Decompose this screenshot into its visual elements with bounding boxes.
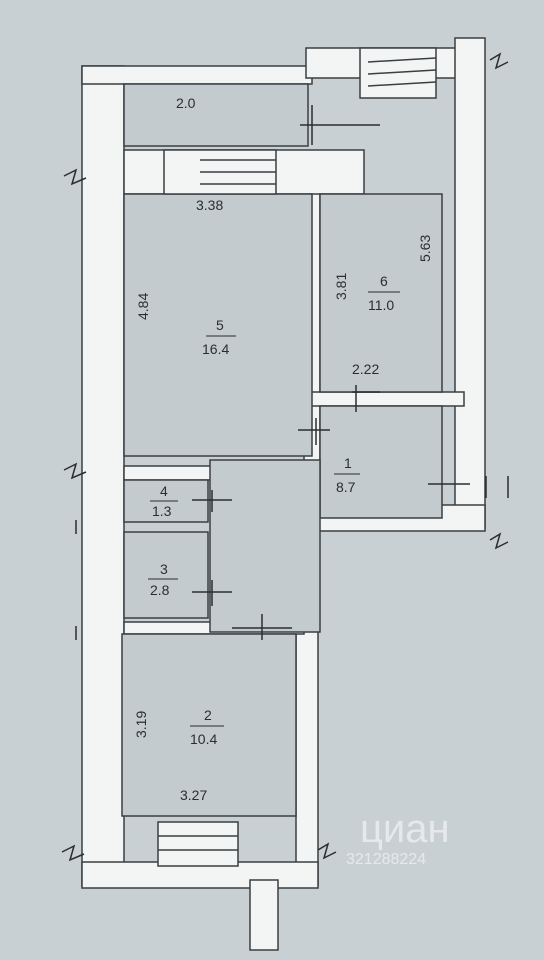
label-hall-number: 1 <box>344 455 352 471</box>
room-6 <box>319 193 443 393</box>
dim-room2-width: 3.27 <box>180 787 207 803</box>
dim-room6-bottom: 2.22 <box>352 361 379 377</box>
label-room3-number: 3 <box>160 561 168 577</box>
label-room6-area: 11.0 <box>368 297 394 313</box>
label-room2-number: 2 <box>204 707 212 723</box>
watermark-brand: циан <box>360 807 450 851</box>
label-room3-area: 2.8 <box>150 582 170 598</box>
room-balcony <box>123 83 309 147</box>
dim-room5-width: 3.38 <box>196 197 223 213</box>
room-1-hall <box>319 405 443 519</box>
label-room4-area: 1.3 <box>152 503 172 519</box>
dim-room2-height: 3.19 <box>133 711 149 738</box>
label-room6-number: 6 <box>380 273 388 289</box>
wall-break-marks <box>61 52 509 862</box>
label-hall-area: 8.7 <box>336 479 356 495</box>
label-room4-number: 4 <box>160 483 168 499</box>
room-3 <box>123 531 209 619</box>
stairs <box>157 47 437 867</box>
label-balcony-area: 2.0 <box>176 95 196 111</box>
label-room2-area: 10.4 <box>190 731 217 747</box>
watermark-code: 321288224 <box>346 851 426 868</box>
door-marks <box>192 105 509 640</box>
label-room5-area: 16.4 <box>202 341 229 357</box>
dim-room6-right: 5.63 <box>417 235 433 262</box>
label-room5-number: 5 <box>216 317 224 333</box>
room-5 <box>123 193 313 457</box>
hall-connector <box>209 459 321 633</box>
dim-room5-height: 4.84 <box>135 293 151 320</box>
dim-room6-left: 3.81 <box>333 273 349 300</box>
room-2 <box>121 633 297 817</box>
